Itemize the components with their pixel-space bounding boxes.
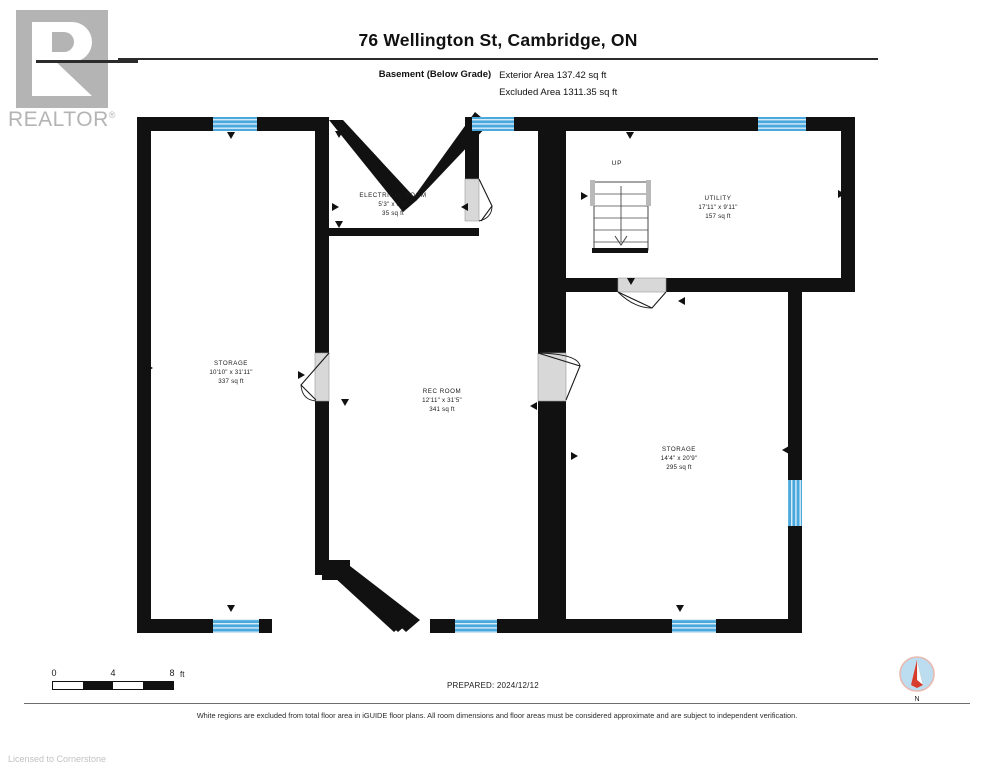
window-right-side <box>788 480 802 526</box>
exterior-area-label: Exterior Area 137.42 sq ft <box>499 70 607 81</box>
compass-needle-tail <box>911 680 923 688</box>
license-text: Licensed to Cornerstone <box>8 754 107 764</box>
excluded-area-label: Excluded Area 1311.35 sq ft <box>499 86 618 98</box>
window-top-mid <box>472 117 514 131</box>
windows <box>213 117 806 633</box>
scale-segment-dark <box>143 682 173 689</box>
room-floor-fills <box>150 128 852 623</box>
plan-header: 76 Wellington St, Cambridge, ON Basement… <box>118 30 878 101</box>
scale-track <box>52 681 174 690</box>
scale-segment-light <box>53 682 83 689</box>
registered-mark: ® <box>108 110 116 120</box>
room-area: 341 sq ft <box>429 405 455 413</box>
window-top-right <box>758 117 806 131</box>
stairs-direction-label: UP <box>611 160 623 167</box>
scale-tick-labels: 0 4 8 <box>51 668 175 681</box>
title-divider <box>118 58 878 60</box>
scale-segment-light <box>113 682 143 689</box>
room-area: 35 sq ft <box>382 209 404 217</box>
window-bottom-left <box>213 619 259 633</box>
realtor-r-underline <box>36 60 138 63</box>
staircase <box>590 180 651 253</box>
room-name: REC ROOM <box>422 388 462 395</box>
room-dimensions: 17'11" x 9'11" <box>698 203 738 211</box>
door-rec-storage <box>537 352 581 402</box>
room-area: 295 sq ft <box>666 463 692 471</box>
window-top-left <box>213 117 257 131</box>
window-bottom-mid <box>455 619 497 633</box>
room-name: UTILITY <box>704 195 732 202</box>
window-bottom-right <box>672 619 716 633</box>
floor-level-label: Basement (Below Grade) <box>378 69 492 80</box>
realtor-wordmark-text: REALTOR <box>8 108 109 131</box>
prepared-date: PREPARED: 2024/12/12 <box>447 681 539 690</box>
compass-north-label: N <box>914 696 920 703</box>
scale-tick-0: 0 <box>51 668 57 678</box>
door-electrical-room <box>464 178 493 222</box>
room-label-storage-left: STORAGE 10'10" x 31'11" 337 sq ft <box>209 360 252 387</box>
room-area: 157 sq ft <box>705 212 731 220</box>
disclaimer-divider <box>24 703 970 705</box>
room-label-electrical-room: ELECTRICAL ROOM 5'3" x 6'5" 35 sq ft <box>359 192 426 219</box>
room-name: STORAGE <box>213 360 248 367</box>
scale-unit-label: ft <box>180 670 185 679</box>
room-dimensions: 10'10" x 31'11" <box>209 368 253 376</box>
dimension-markers <box>146 131 845 612</box>
disclaimer-text: White regions are excluded from total fl… <box>196 711 798 720</box>
room-label-utility: UTILITY 17'11" x 9'11" 157 sq ft <box>698 195 737 222</box>
compass-needle-red <box>911 660 917 685</box>
room-area: 337 sq ft <box>218 377 244 385</box>
room-label-storage-right: STORAGE 14'4" x 20'9" 295 sq ft <box>661 446 698 473</box>
scale-segment-dark <box>83 682 113 689</box>
scale-bar: 0 4 8 ft <box>51 668 184 690</box>
room-label-rec-room: REC ROOM 12'11" x 31'5" 341 sq ft <box>422 388 462 415</box>
realtor-wordmark: REALTOR® <box>8 108 120 132</box>
room-dimensions: 12'11" x 31'5" <box>422 396 462 404</box>
room-name: STORAGE <box>661 446 696 453</box>
walls <box>137 112 855 633</box>
page-title: 76 Wellington St, Cambridge, ON <box>358 30 638 50</box>
realtor-logo: REALTOR® <box>8 8 138 136</box>
realtor-r-bowl-inner <box>52 32 74 52</box>
plan-subheader: Basement (Below Grade) Exterior Area 137… <box>118 60 878 101</box>
room-dimensions: 5'3" x 6'5" <box>378 200 408 208</box>
scale-tick-4: 4 <box>110 668 116 678</box>
door-storage-rec <box>300 352 330 402</box>
compass-icon <box>899 656 935 692</box>
room-dimensions: 14'4" x 20'9" <box>660 454 698 462</box>
room-name: ELECTRICAL ROOM <box>359 192 427 199</box>
scale-tick-8: 8 <box>169 668 175 678</box>
realtor-r-stem <box>32 22 52 96</box>
compass-rose: N <box>898 655 942 707</box>
area-summary: Exterior Area 137.42 sq ft Excluded Area… <box>499 68 617 101</box>
doors <box>300 178 667 402</box>
